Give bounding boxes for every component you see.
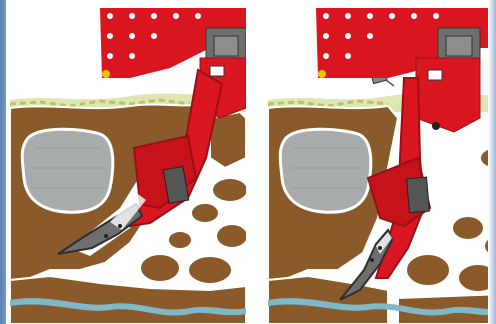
shank-bracket <box>416 58 480 132</box>
stone <box>22 129 113 212</box>
soil-clod <box>212 178 246 202</box>
soil-clod <box>188 256 232 284</box>
soil-clod <box>406 254 450 286</box>
soil-clod <box>210 112 246 168</box>
spring-housing <box>407 177 430 213</box>
soil-clod <box>452 216 484 240</box>
subsoiler-diagram-right <box>268 8 496 324</box>
illustration-panel-left <box>10 8 246 324</box>
point-bolt <box>104 234 108 238</box>
clamp-plate <box>214 36 238 56</box>
shear-bolt <box>210 66 224 76</box>
illustration-panel-right <box>268 8 496 324</box>
stone <box>280 129 371 212</box>
soil-clod <box>191 203 219 223</box>
clamp-plate <box>446 36 472 56</box>
subsoiler-diagram-left <box>10 8 246 324</box>
page-edge <box>488 0 496 324</box>
point-bolt <box>378 246 382 250</box>
soil-clod <box>168 231 192 249</box>
pivot-bolt <box>432 122 440 130</box>
soil-clod <box>216 224 246 248</box>
soil-clod <box>140 254 180 282</box>
point-bolt <box>118 224 122 228</box>
grease-nipple <box>318 70 326 78</box>
grease-nipple <box>102 70 110 78</box>
point-bolt <box>370 258 374 262</box>
panel-divider <box>246 0 268 324</box>
shear-bolt-hole <box>428 70 442 80</box>
